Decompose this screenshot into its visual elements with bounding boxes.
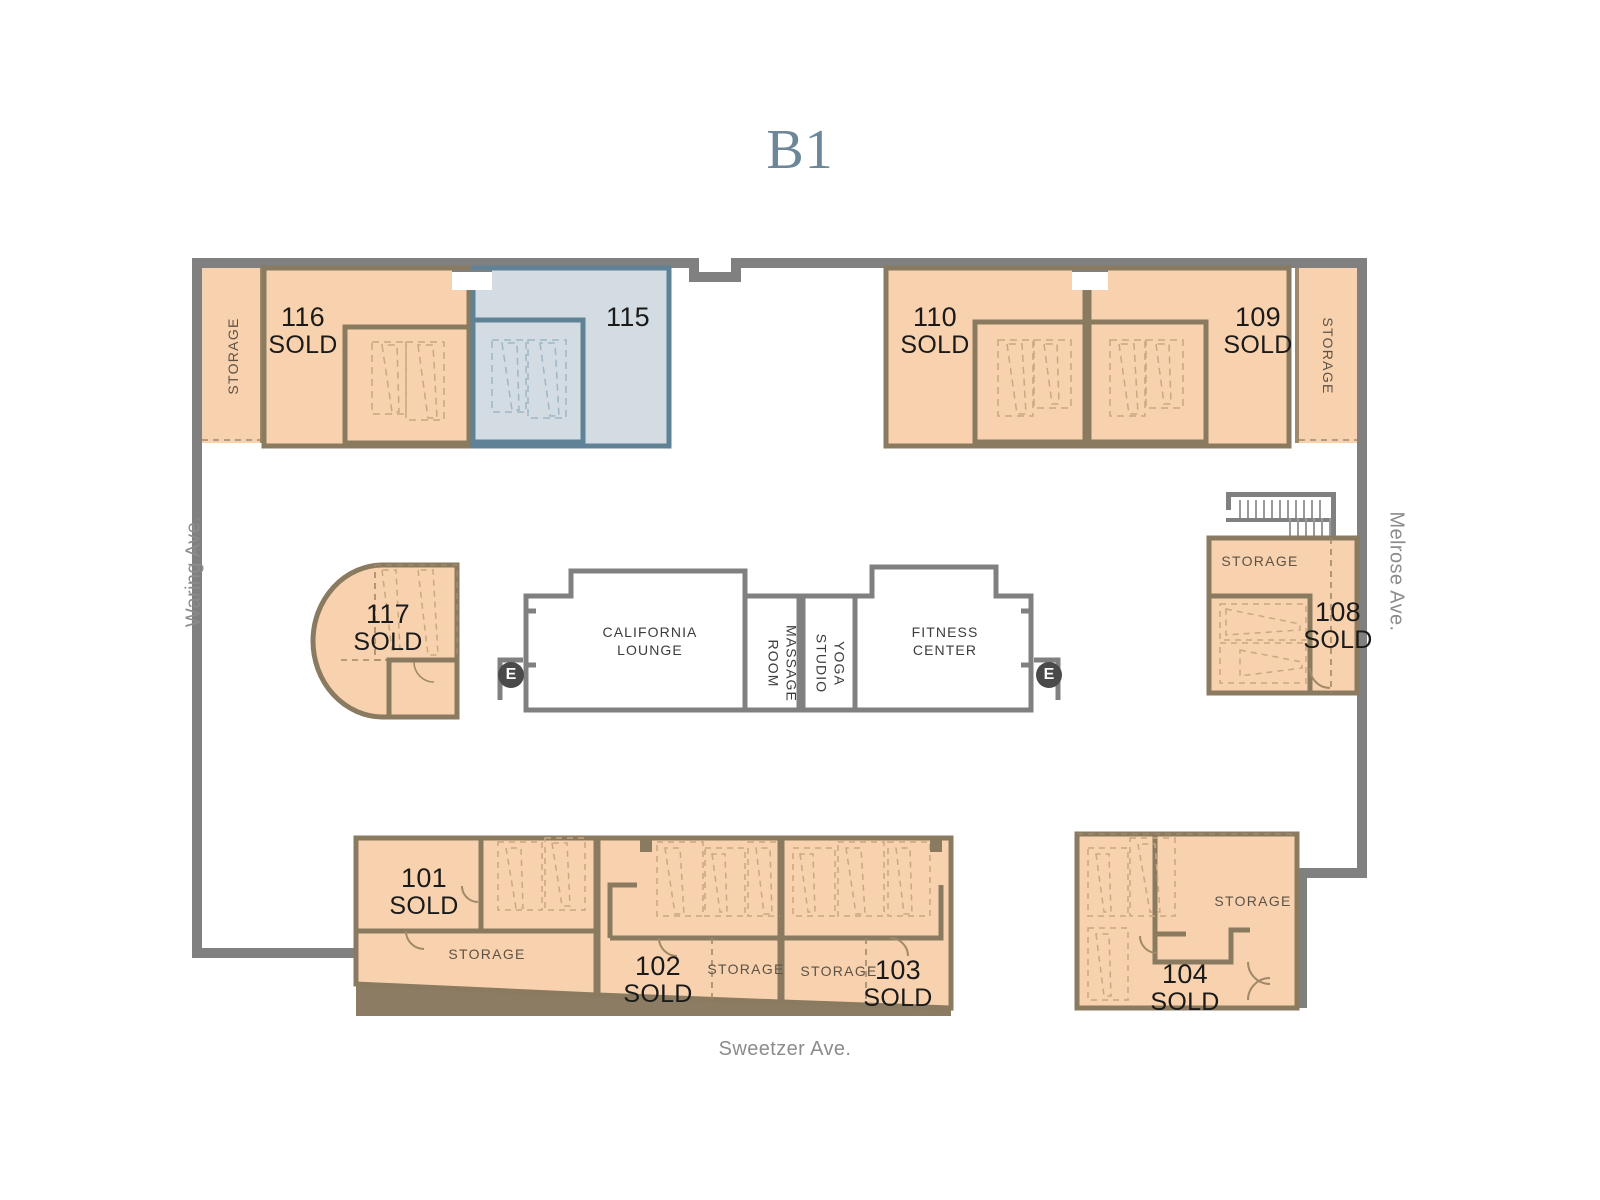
unit-115[interactable] [470,265,672,449]
unit-label-108[interactable]: 108 SOLD [1288,598,1388,653]
storage-label-101: STORAGE [448,946,526,962]
storage-label-nw: STORAGE [225,317,241,395]
unit-103[interactable] [779,835,954,1011]
unit-status-101: SOLD [389,891,459,920]
amenity-label-massage-room: MASSAGE ROOM [765,604,800,724]
massage-room-line2: ROOM [766,639,782,688]
unit-number-104: 104 [1162,959,1208,989]
unit-status-117: SOLD [353,627,423,656]
door-opening-110-109 [1072,270,1108,290]
unit-116[interactable] [261,265,472,449]
storage-label-102: STORAGE [707,961,785,977]
stairs-east [1226,492,1336,538]
street-label-sweetzer: Sweetzer Ave. [718,1038,852,1060]
unit-number-117: 117 [366,599,410,629]
unit-status-109: SOLD [1223,330,1293,359]
unit-109[interactable] [1086,265,1292,449]
elevator-wall-jogs [497,657,1061,700]
yoga-studio-line1: YOGA [831,641,848,686]
unit-label-115[interactable]: 115 [573,303,683,332]
massage-room-line1: MASSAGE [783,625,800,702]
unit-status-108: SOLD [1303,625,1373,654]
unit-number-108: 108 [1315,597,1361,627]
unit-label-109[interactable]: 109 SOLD [1203,303,1313,358]
storage-label-104: STORAGE [1214,893,1292,909]
unit-117[interactable] [310,562,460,720]
unit-number-101: 101 [401,863,447,893]
unit-108[interactable] [1206,535,1360,696]
unit-label-104[interactable]: 104 SOLD [1130,960,1240,1015]
door-opening-116-115 [452,270,492,290]
elevator-west-icon[interactable]: E [498,662,524,688]
street-label-waring: Waring Ave. [182,515,205,628]
california-lounge-line1: CALIFORNIA [602,624,698,640]
unit-label-102[interactable]: 102 SOLD [603,952,713,1007]
yoga-studio-line2: STUDIO [814,633,830,694]
unit-number-103: 103 [875,955,921,985]
storage-label-103: STORAGE [800,963,878,979]
unit-status-102: SOLD [623,979,693,1008]
unit-label-110[interactable]: 110 SOLD [880,303,990,358]
fitness-center-line2: CENTER [912,641,978,658]
unit-101[interactable] [353,835,599,998]
unit-number-110: 110 [913,302,957,332]
amenity-label-california-lounge: CALIFORNIA LOUNGE [590,624,710,659]
unit-status-103: SOLD [863,983,933,1012]
elevator-east-icon[interactable]: E [1036,662,1062,688]
outer-wall [192,258,1367,1008]
amenity-label-yoga-studio: YOGA STUDIO [813,604,848,724]
unit-storage-ne [1295,268,1357,443]
unit-number-116: 116 [281,302,325,332]
amenity-block [523,564,1034,713]
storage-label-ne: STORAGE [1320,317,1336,395]
unit-status-116: SOLD [268,330,338,359]
amenity-label-fitness-center: FITNESS CENTER [885,624,1005,659]
unit-status-110: SOLD [900,330,970,359]
unit-104[interactable] [1074,831,1300,1011]
unit-status-104: SOLD [1150,987,1220,1016]
unit-label-101[interactable]: 101 SOLD [369,864,479,919]
storage-label-east: STORAGE [1221,553,1299,569]
fitness-center-line1: FITNESS [911,624,979,640]
unit-number-109: 109 [1235,302,1281,332]
unit-number-115: 115 [606,302,650,332]
california-lounge-line2: LOUNGE [617,641,683,658]
unit-number-102: 102 [635,951,681,981]
unit-label-103[interactable]: 103 SOLD [843,956,953,1011]
unit-label-116[interactable]: 116 SOLD [248,303,358,358]
page-title: B1 [766,119,834,181]
unit-label-117[interactable]: 117 SOLD [333,600,443,655]
unit-110[interactable] [883,265,1098,449]
